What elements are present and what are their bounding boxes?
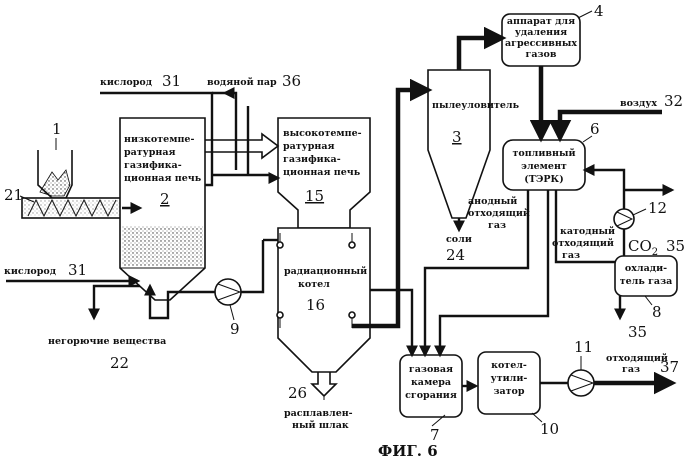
screw-feeder xyxy=(22,198,122,218)
co2-label: CO2 xyxy=(628,237,658,258)
high-temp-gasifier-label-1: высокотемпе- xyxy=(283,128,362,139)
acid-gas-removal-leader xyxy=(578,11,592,18)
anode-gas-label-1: анодный xyxy=(468,196,517,207)
fuel-cell-number: 6 xyxy=(590,120,600,138)
molten-slag-label-1: расплавлен- xyxy=(284,408,353,419)
dust-collector-number: 3 xyxy=(452,128,462,146)
fuel-cell-leader xyxy=(583,136,592,142)
air-label: воздух xyxy=(620,98,657,109)
blower-9 xyxy=(215,279,241,305)
combustion-chamber-label-1: газовая xyxy=(409,364,453,375)
co2-recycle-flow xyxy=(585,170,624,209)
hopper xyxy=(38,150,72,198)
figure-caption: ФИГ. 6 xyxy=(378,442,438,460)
steam-flow xyxy=(225,93,236,170)
gas-cooler-leader xyxy=(645,296,652,305)
anode-gas-label-2: отходящий xyxy=(468,208,530,219)
low-temp-gasifier-label-4: ционная печь xyxy=(124,173,202,184)
oxygen-top-label: кислород xyxy=(100,77,152,88)
gas-to-acid-removal xyxy=(459,38,502,70)
blower-9-leader xyxy=(230,305,234,320)
low-temp-gasifier-number: 2 xyxy=(160,190,170,208)
dust-collector-label: пылеуловитель xyxy=(432,100,520,111)
low-temp-gasifier-label-1: низкотемпе- xyxy=(124,134,194,145)
steam-number: 36 xyxy=(282,72,301,90)
acid-gas-removal-label-2: удаления xyxy=(515,27,567,38)
radiation-boiler-label-2: котел xyxy=(298,279,330,290)
fuel-cell-label-2: элемент xyxy=(521,161,567,172)
waste-heat-boiler-leader xyxy=(532,413,542,422)
acid-gas-removal-label-4: газов xyxy=(526,49,557,60)
waste-heat-boiler-label-3: затор xyxy=(493,386,524,397)
radiation-boiler-number: 16 xyxy=(306,296,325,314)
acid-gas-removal-label-1: аппарат для xyxy=(507,16,575,27)
exhaust-label-2: газ xyxy=(622,364,640,375)
high-temp-gasifier-label-3: газифика- xyxy=(283,154,341,165)
gasifier-link-arrow xyxy=(205,134,278,158)
blower-12 xyxy=(614,209,634,229)
unburned-label: негорючие вещества xyxy=(48,336,166,347)
low-temp-gasifier-label-2: ратурная xyxy=(124,147,176,158)
high-temp-gasifier-number: 15 xyxy=(305,187,324,205)
hopper-number: 1 xyxy=(52,120,62,138)
air-number: 32 xyxy=(664,92,683,110)
waste-heat-boiler-number: 10 xyxy=(540,420,559,438)
blower-9-number: 9 xyxy=(230,320,240,338)
cathode-gas-label-2: отходящий xyxy=(552,238,614,249)
steam-label: водяной пар xyxy=(207,77,277,88)
gas-cooler-number: 8 xyxy=(652,303,662,321)
air-flow xyxy=(560,112,662,138)
molten-slag-label-2: ный шлак xyxy=(292,420,349,431)
exhaust-number: 37 xyxy=(660,358,679,376)
cathode-gas-label-1: катодный xyxy=(560,226,615,237)
recycle-to-blower xyxy=(241,240,263,292)
oxygen-left-label: кислород xyxy=(4,266,56,277)
gas-to-combustion xyxy=(370,290,412,355)
radiation-boiler-label-1: радиационный xyxy=(284,266,367,277)
blower-12-number: 12 xyxy=(648,199,667,217)
unburned-number: 22 xyxy=(110,354,129,372)
acid-gas-removal-number: 4 xyxy=(594,2,604,20)
blower-11-number: 11 xyxy=(574,338,593,356)
waste-heat-boiler-label-1: котел- xyxy=(491,360,527,371)
anode-gas-label-3: газ xyxy=(488,220,506,231)
cooler-out-number: 35 xyxy=(628,323,647,341)
waste-heat-boiler-label-2: утили- xyxy=(491,373,528,384)
exhaust-label-1: отходящий xyxy=(606,353,668,364)
high-temp-gasifier-label-4: ционная печь xyxy=(283,167,361,178)
fuel-cell-label-1: топливный xyxy=(512,148,575,159)
feeder-number: 21 xyxy=(4,186,23,204)
combustion-chamber-label-3: сгорания xyxy=(405,390,457,401)
blower-12-leader xyxy=(633,209,646,215)
unburned-flow xyxy=(94,286,140,318)
blower-11 xyxy=(568,370,594,396)
oxygen-to-htg xyxy=(212,175,278,178)
cathode-gas-label-3: газ xyxy=(562,250,580,261)
gas-cooler-label-1: охлади- xyxy=(625,263,667,274)
salts-number: 24 xyxy=(446,246,465,264)
low-temp-gasifier-label-3: газифика- xyxy=(124,160,182,171)
combustion-chamber-label-2: камера xyxy=(411,377,451,388)
gas-cooler-label-2: тель газа xyxy=(620,276,673,287)
oxygen-top-number: 31 xyxy=(162,72,181,90)
salts-label: соли xyxy=(446,234,472,245)
molten-slag-number: 26 xyxy=(288,384,307,402)
fuel-cell-label-3: (ТЭРК) xyxy=(524,174,563,185)
acid-gas-removal-label-3: агрессивных xyxy=(505,38,577,49)
oxygen-left-number: 31 xyxy=(68,261,87,279)
high-temp-gasifier-label-2: ратурная xyxy=(283,141,335,152)
co2-number: 35 xyxy=(666,237,685,255)
